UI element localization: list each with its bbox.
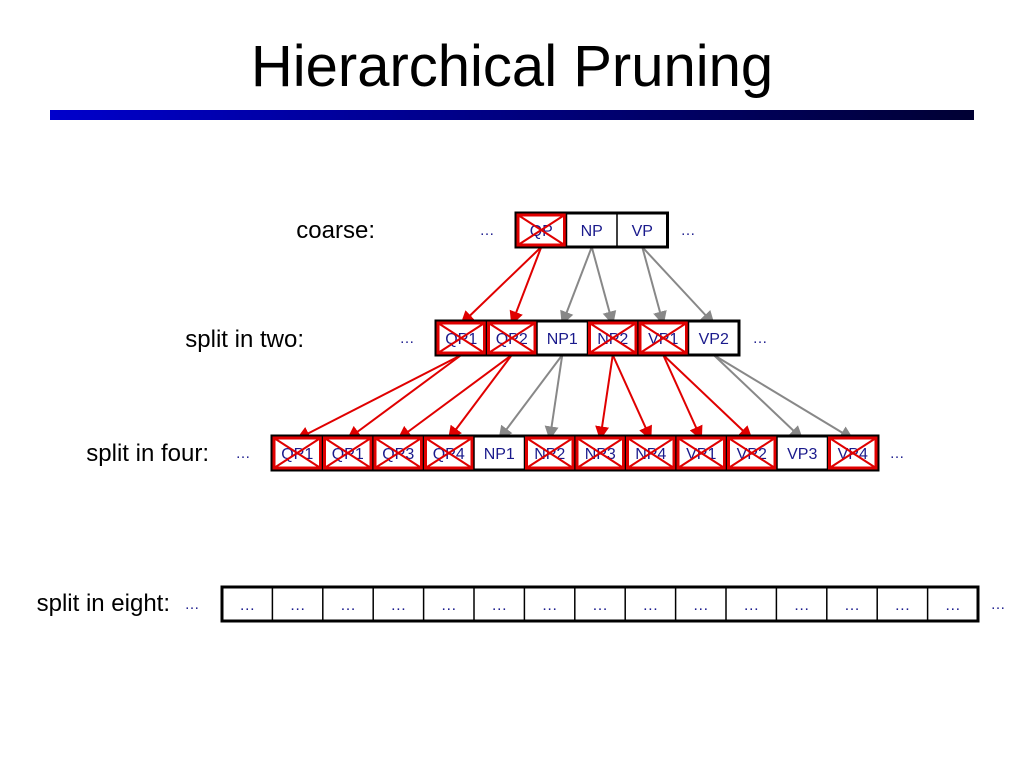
cell-label: … (945, 597, 961, 614)
pruned-mark-icon (626, 436, 676, 470)
pruned-mark-icon (516, 213, 566, 247)
pruned-mark-icon (638, 321, 688, 355)
cell-label: … (340, 597, 356, 614)
cell-label: VP3 (787, 446, 817, 463)
cell-strip (220, 585, 980, 623)
kept-arrow-8-0 (713, 354, 804, 440)
pruned-mark-icon (272, 436, 322, 470)
cell-label: … (844, 597, 860, 614)
kept-arrow-2-0 (641, 246, 667, 326)
cell-label: … (491, 597, 507, 614)
cell-label: NP (581, 223, 603, 240)
ellipsis-left: … (480, 222, 495, 239)
kept-arrow-1-1 (590, 246, 617, 326)
cell-label: … (542, 597, 558, 614)
title-rule (50, 110, 974, 120)
cell-label: … (441, 597, 457, 614)
kept-arrow-5-1 (544, 354, 564, 441)
pruned-arrow-7-1 (662, 354, 753, 440)
ellipsis-left: … (185, 596, 200, 613)
pruned-mark-icon (487, 321, 537, 355)
pruned-mark-icon (575, 436, 625, 470)
pruned-arrow-0-0 (460, 246, 542, 325)
cell-label: … (592, 597, 608, 614)
cell-label: … (239, 597, 255, 614)
slide-title: Hierarchical Pruning (250, 34, 774, 99)
kept-arrow-8-1 (713, 354, 854, 440)
kept-arrow-2-1 (641, 246, 715, 326)
kept-arrow-1-0 (560, 246, 593, 326)
pruned-arrow-7-0 (662, 354, 703, 441)
ellipsis-left: … (400, 330, 415, 347)
cell-label: NP1 (484, 446, 515, 463)
cell-label: NP1 (547, 331, 578, 348)
edges-layer (296, 246, 854, 441)
pruned-mark-icon (727, 436, 777, 470)
row-3: split in eight: … … … … … … … … … … … … … … … … … (37, 585, 1006, 623)
pruned-arrow-4-1 (447, 354, 513, 441)
ellipsis-right: … (753, 330, 768, 347)
pruned-arrow-3-0 (296, 354, 462, 440)
pruned-arrow-0-1 (509, 246, 543, 326)
pruned-mark-icon (828, 436, 878, 470)
pruned-mark-icon (373, 436, 423, 470)
cell-label: … (642, 597, 658, 614)
cell-label: … (743, 597, 759, 614)
cell-label: … (794, 597, 810, 614)
row-label: coarse: (296, 217, 375, 244)
ellipsis-right: … (890, 445, 905, 462)
pruned-arrow-4-0 (397, 354, 513, 440)
pruned-mark-icon (424, 436, 474, 470)
ellipsis-left: … (236, 445, 251, 462)
pruned-mark-icon (323, 436, 373, 470)
cell-label: … (390, 597, 406, 614)
pruned-mark-icon (525, 436, 575, 470)
ellipsis-right: … (991, 596, 1006, 613)
cell-label: VP (632, 223, 653, 240)
cell-label: VP2 (699, 331, 729, 348)
pruned-mark-icon (436, 321, 486, 355)
cell-label: … (894, 597, 910, 614)
row-label: split in four: (86, 440, 209, 467)
row-label: split in eight: (37, 590, 170, 617)
ellipsis-right: … (681, 222, 696, 239)
cell-label: … (693, 597, 709, 614)
pruned-arrow-3-1 (346, 354, 462, 440)
pruned-mark-icon (676, 436, 726, 470)
kept-arrow-5-0 (498, 354, 564, 441)
row-label: split in two: (185, 326, 304, 353)
pruned-arrow-6-1 (611, 354, 652, 441)
cell-label: … (290, 597, 306, 614)
pruned-arrow-6-0 (595, 354, 614, 441)
pruned-mark-icon (588, 321, 638, 355)
